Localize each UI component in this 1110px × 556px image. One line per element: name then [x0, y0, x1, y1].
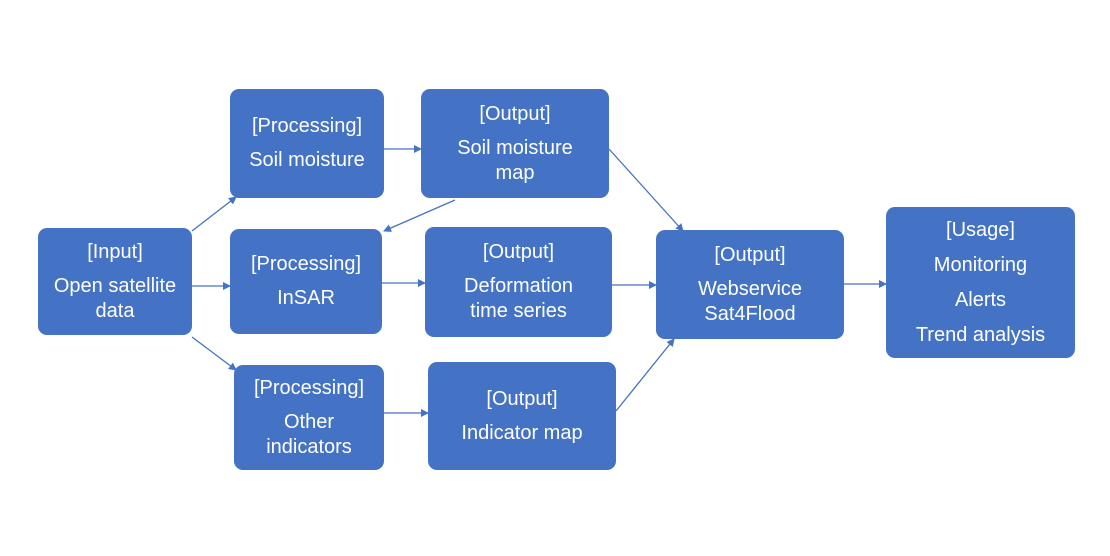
- node-processing-insar-tag: [Processing]: [250, 253, 362, 275]
- node-input: [Input] Open satellite data: [38, 228, 192, 335]
- node-output-deformation-time-series-line-1: Deformation: [464, 275, 573, 297]
- node-output-webservice: [Output] Webservice Sat4Flood: [656, 230, 844, 339]
- node-output-deformation-time-series: [Output] Deformation time series: [425, 227, 612, 337]
- node-processing-insar: [Processing] InSAR: [230, 229, 382, 334]
- node-processing-other-indicators-tag: [Processing]: [253, 376, 365, 399]
- node-output-indicator-map: [Output] Indicator map: [428, 362, 616, 470]
- node-output-soil-moisture-map-line-1: Soil moisture: [457, 136, 573, 159]
- node-output-webservice-tag: [Output]: [714, 243, 786, 266]
- node-processing-insar-line-1: InSAR: [277, 287, 335, 309]
- node-input-line-2: data: [95, 299, 135, 322]
- node-output-deformation-time-series-line-2: time series: [470, 300, 567, 322]
- node-output-webservice-line-1: Webservice: [697, 277, 803, 300]
- node-output-soil-moisture-map-line-2: map: [495, 161, 535, 184]
- node-processing-other-indicators-line-1: Other: [283, 410, 335, 433]
- node-processing-other-indicators-line-2: indicators: [266, 435, 352, 458]
- arrow-input-to-processing-soil-moisture: [191, 196, 237, 232]
- node-usage-tag: [Usage]: [946, 218, 1015, 241]
- node-processing-soil-moisture-line-1: Soil moisture: [249, 149, 365, 171]
- node-usage-line-1: Monitoring: [933, 253, 1028, 276]
- node-usage-line-2: Alerts: [954, 288, 1007, 311]
- arrow-output-indicator-to-webservice: [615, 338, 675, 412]
- node-processing-soil-moisture-tag: [Processing]: [251, 115, 363, 137]
- node-usage: [Usage] Monitoring Alerts Trend analysis: [886, 207, 1075, 358]
- node-input-tag: [Input]: [87, 240, 143, 263]
- node-output-webservice-line-2: Sat4Flood: [704, 302, 796, 325]
- node-usage-line-3: Trend analysis: [915, 323, 1046, 346]
- node-input-line-1: Open satellite: [53, 274, 177, 297]
- node-processing-soil-moisture: [Processing] Soil moisture: [230, 89, 384, 198]
- node-output-soil-moisture-map-tag: [Output]: [479, 102, 551, 125]
- arrow-input-to-processing-other: [191, 336, 237, 371]
- node-output-soil-moisture-map: [Output] Soil moisture map: [421, 89, 609, 198]
- node-output-deformation-time-series-tag: [Output]: [482, 241, 555, 263]
- node-processing-other-indicators: [Processing] Other indicators: [234, 365, 384, 470]
- node-output-indicator-map-line-1: Indicator map: [461, 421, 583, 444]
- node-output-indicator-map-tag: [Output]: [486, 387, 558, 410]
- arrow-output-soil-to-webservice: [608, 148, 684, 232]
